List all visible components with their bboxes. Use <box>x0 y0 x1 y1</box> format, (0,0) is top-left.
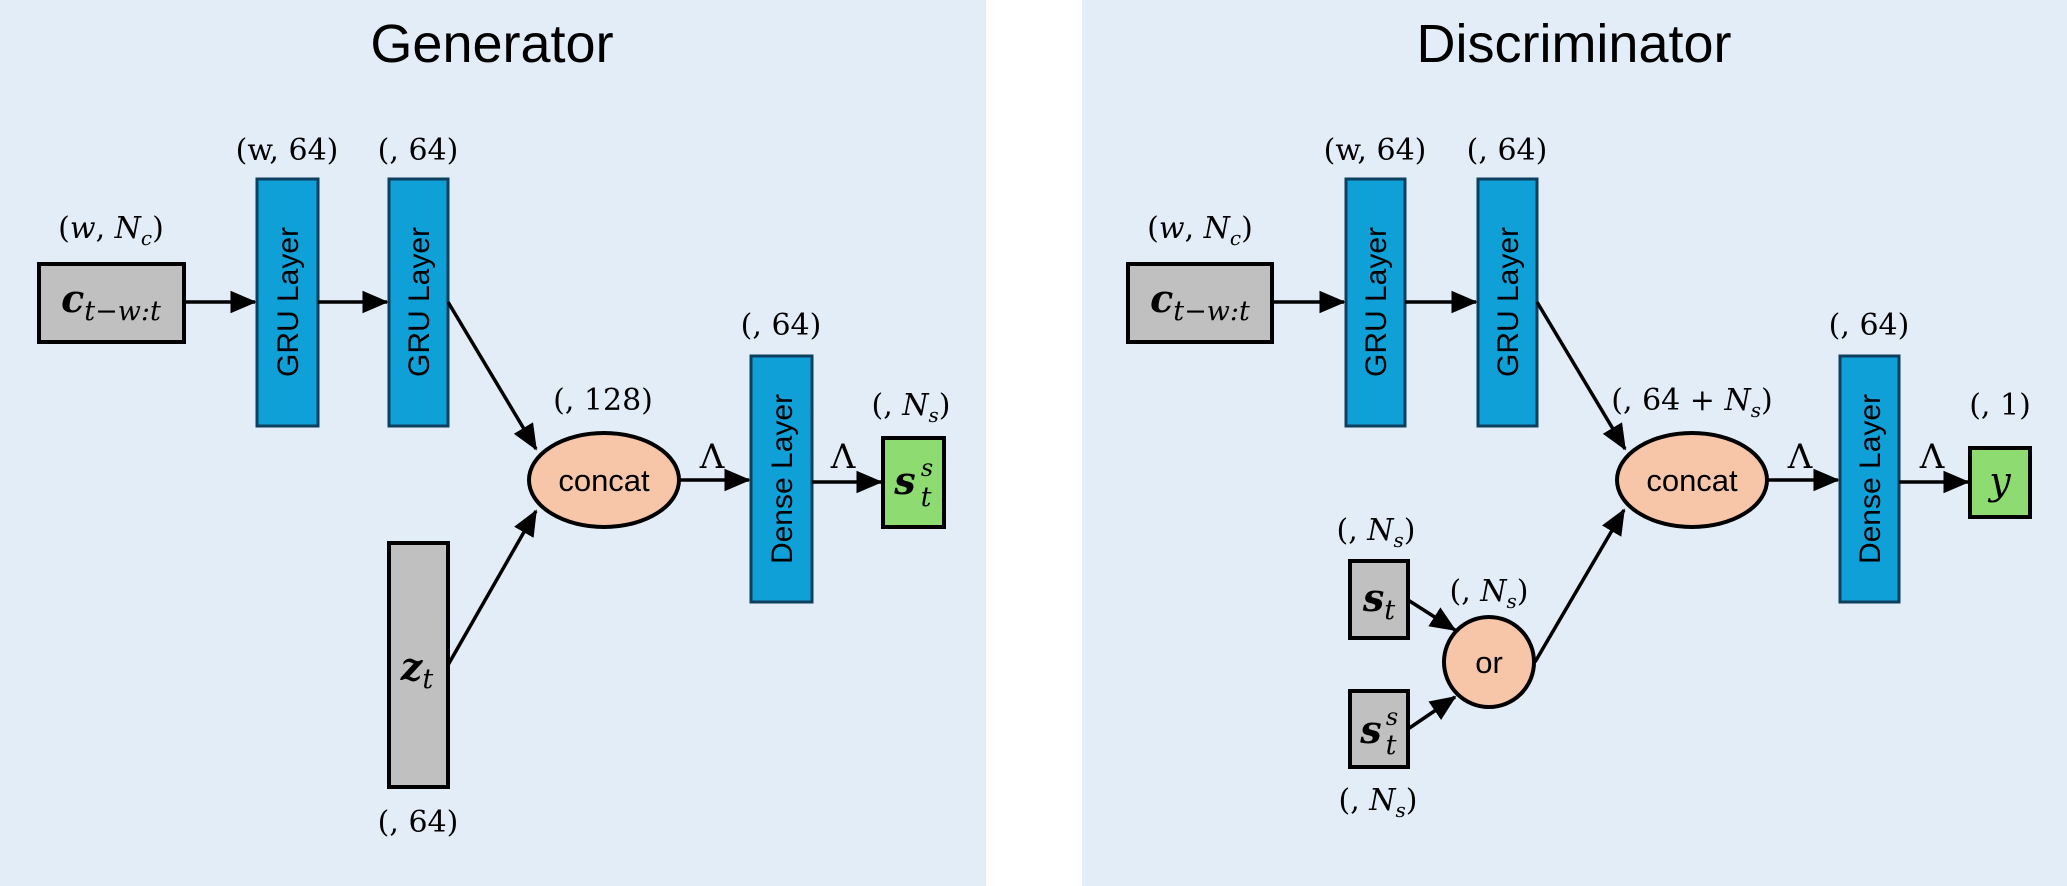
discriminator-output-dim: (, 1) <box>1969 388 2031 423</box>
discriminator-synthetic-sample-sup: s <box>1386 703 1398 731</box>
discriminator-title: Discriminator <box>1416 14 1731 74</box>
generator: Generator (w, Nc) ct−w:t (w, 64) GRU Lay… <box>37 14 951 840</box>
discriminator-synthetic-sample-label: s <box>1359 707 1381 752</box>
discriminator-gru-layer-1-label: GRU Layer <box>1360 227 1393 377</box>
discriminator-real-sample-dim: (, Ns) <box>1336 513 1415 552</box>
generator-gru-layer-2 <box>387 177 450 428</box>
discriminator-synthetic-sample-sub: t <box>1386 730 1397 761</box>
edge-d-synthetic-to-or <box>1407 695 1457 731</box>
discriminator-gru-layer-2 <box>1476 177 1539 428</box>
generator-noise-input-box <box>387 541 450 789</box>
discriminator-or-label: or <box>1475 645 1503 680</box>
discriminator-activation-2: Λ <box>1919 437 1945 477</box>
generator-noise-input-label: zt <box>400 644 434 695</box>
generator-noise-dim: (, 64) <box>378 805 459 840</box>
generator-gru-layer-1-label: GRU Layer <box>272 227 305 377</box>
generator-dense-dim: (, 64) <box>741 308 822 343</box>
discriminator-input-dim: (w, Nc) <box>1147 211 1253 250</box>
generator-dense-layer-label: Dense Layer <box>766 394 799 564</box>
edge-z-to-concat <box>446 509 538 666</box>
discriminator-output-label: y <box>1987 459 2011 503</box>
generator-gru-layer-1 <box>255 177 320 428</box>
discriminator-concat-label: concat <box>1646 463 1738 498</box>
discriminator-dense-dim: (, 64) <box>1829 308 1910 343</box>
discriminator-dense-layer <box>1838 354 1901 604</box>
generator-concat-label: concat <box>558 463 650 498</box>
edge-d-or-to-concat <box>1533 508 1626 663</box>
generator-condition-input-label: ct−w:t <box>61 276 161 327</box>
discriminator-or-dim: (, Ns) <box>1449 574 1528 613</box>
generator-gru-layer-2-label: GRU Layer <box>403 227 436 377</box>
discriminator-gru-layer-2-label: GRU Layer <box>1492 227 1525 377</box>
discriminator-gru1-dim: (w, 64) <box>1324 133 1427 168</box>
generator-condition-input-box <box>37 262 186 344</box>
generator-synthetic-output-sub: t <box>921 482 932 513</box>
discriminator-condition-input-label: ct−w:t <box>1150 276 1250 327</box>
generator-title: Generator <box>370 14 613 74</box>
generator-activation-2: Λ <box>830 437 856 477</box>
discriminator-activation-1: Λ <box>1787 437 1813 477</box>
discriminator-dense-layer-label: Dense Layer <box>1854 394 1887 564</box>
generator-output-dim: (, Ns) <box>871 388 950 427</box>
discriminator-concat-dim: (, 64 + Ns) <box>1611 383 1772 422</box>
generator-concat-dim: (, 128) <box>553 383 653 418</box>
discriminator-output-box <box>1968 446 2032 519</box>
discriminator-real-sample-box <box>1348 559 1410 640</box>
generator-dense-layer <box>749 354 814 604</box>
edge-d-real-to-or <box>1407 598 1457 632</box>
discriminator-synthetic-sample-dim: (, Ns) <box>1338 783 1417 822</box>
edge-gru2-to-concat <box>446 301 538 451</box>
generator-gru2-dim: (, 64) <box>378 133 459 168</box>
generator-synthetic-output-label: s <box>893 458 915 503</box>
generator-input-dim: (w, Nc) <box>58 211 164 250</box>
edge-d-gru2-to-concat <box>1535 301 1627 451</box>
discriminator-panel <box>1082 0 2067 886</box>
generator-panel <box>0 0 986 886</box>
generator-synthetic-output-sup: s <box>921 454 933 482</box>
discriminator-synthetic-sample-box <box>1348 689 1410 769</box>
generator-activation-1: Λ <box>699 437 725 477</box>
generator-synthetic-output-box <box>881 436 946 529</box>
discriminator-real-sample-label: st <box>1362 575 1395 626</box>
generator-gru1-dim: (w, 64) <box>236 133 339 168</box>
discriminator-gru2-dim: (, 64) <box>1467 133 1548 168</box>
discriminator: Discriminator (w, Nc) ct−w:t (w, 64) GRU… <box>1126 14 2032 822</box>
discriminator-gru-layer-1 <box>1344 177 1407 428</box>
discriminator-or-node <box>1442 615 1536 709</box>
